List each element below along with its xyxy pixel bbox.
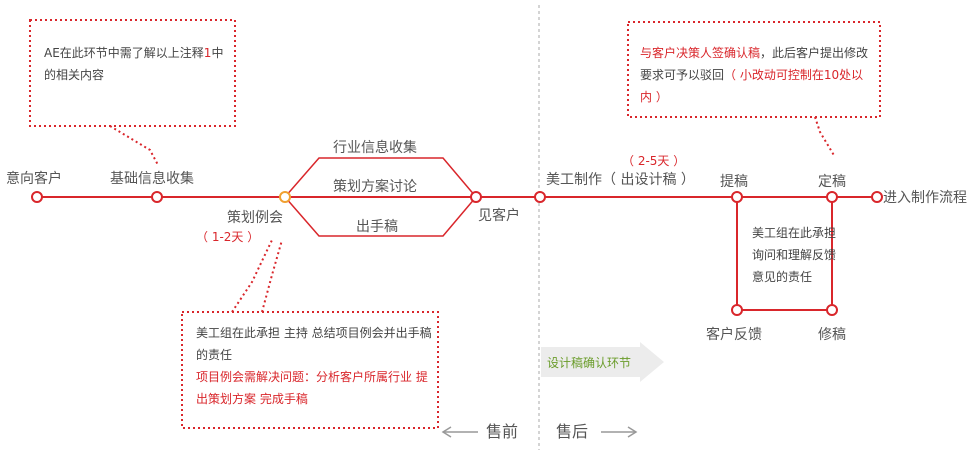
node-basic-info bbox=[151, 191, 163, 203]
meeting-note-pointer-1 bbox=[231, 239, 273, 313]
ae-note: AE在此环节中需了解以上注释1中的相关内容 bbox=[44, 42, 230, 86]
meeting-note-red: 项目例会需解决问题：分析客户所属行业 提出策划方案 完成手稿 bbox=[196, 370, 428, 406]
label-customer-feedback: 客户反馈 bbox=[706, 326, 762, 343]
label-intent-customer: 意向客户 bbox=[6, 170, 62, 187]
aftersale-label: 售后 bbox=[556, 422, 588, 441]
branch-upper bbox=[284, 157, 477, 198]
meeting-note-black: 美工组在此承担 主持 总结项目例会并出手稿的责任 bbox=[196, 326, 432, 362]
aftersale-right-arrow-icon bbox=[601, 426, 638, 438]
ae-note-ref-number: 1 bbox=[203, 46, 212, 60]
confirm-note-mid: ，此后客户提出修改要求可予以驳回 bbox=[640, 46, 869, 82]
label-industry-info: 行业信息收集 bbox=[333, 139, 417, 156]
confirm-stage-arrow bbox=[541, 342, 664, 382]
meeting-note-pointer-2 bbox=[261, 239, 283, 313]
ae-note-pointer bbox=[109, 125, 159, 166]
revision-loop bbox=[736, 197, 833, 311]
label-art-production: 美工制作（ 出设计稿 ） bbox=[546, 172, 695, 188]
meeting-note: 美工组在此承担 主持 总结项目例会并出手稿的责任 项目例会需解决问题：分析客户所… bbox=[196, 322, 432, 410]
node-revise bbox=[826, 304, 838, 316]
node-customer-feedback bbox=[731, 304, 743, 316]
confirm-stage-label: 设计稿确认环节 bbox=[547, 355, 631, 370]
label-basic-info: 基础信息收集 bbox=[110, 170, 194, 187]
confirm-note-paren: （ 小改动可控制在10处以内 ） bbox=[640, 68, 864, 104]
branch-lower bbox=[284, 196, 477, 237]
presale-left-arrow-icon bbox=[441, 426, 478, 438]
presale-label: 售前 bbox=[486, 422, 518, 441]
ae-note-text-2: 中的相关内容 bbox=[44, 46, 224, 82]
node-art-production bbox=[534, 191, 546, 203]
node-enter-production bbox=[871, 191, 883, 203]
label-art-days: （ 2-5天 ） bbox=[622, 154, 685, 168]
label-draft: 出手稿 bbox=[356, 219, 398, 235]
confirm-note-pointer bbox=[814, 116, 836, 158]
label-planning-days: （ 1-2天 ） bbox=[196, 230, 259, 244]
node-intent-customer bbox=[31, 191, 43, 203]
label-finalize: 定稿 bbox=[818, 174, 846, 190]
label-planning-meeting: 策划例会 bbox=[227, 209, 283, 226]
label-meet-customer: 见客户 bbox=[478, 207, 520, 224]
label-revise: 修稿 bbox=[818, 327, 846, 343]
label-plan-discussion: 策划方案讨论 bbox=[333, 178, 417, 195]
confirm-note-red: 与客户决策人签确认稿 bbox=[640, 46, 761, 60]
node-finalize bbox=[826, 191, 838, 203]
meeting-note-box bbox=[181, 311, 439, 429]
loop-note: 美工组在此承担询问和理解反馈意见的责任 bbox=[752, 226, 837, 284]
label-submit-draft: 提稿 bbox=[720, 174, 748, 190]
node-planning-meeting bbox=[279, 191, 291, 203]
ae-note-text-1: AE在此环节中需了解以上注释 bbox=[44, 46, 204, 60]
confirm-note-box bbox=[627, 21, 881, 118]
confirm-note: 与客户决策人签确认稿，此后客户提出修改要求可予以驳回（ 小改动可控制在10处以内… bbox=[640, 42, 872, 108]
node-meet-customer bbox=[470, 191, 482, 203]
label-enter-production: 进入制作流程 bbox=[883, 190, 967, 206]
node-submit-draft bbox=[731, 191, 743, 203]
